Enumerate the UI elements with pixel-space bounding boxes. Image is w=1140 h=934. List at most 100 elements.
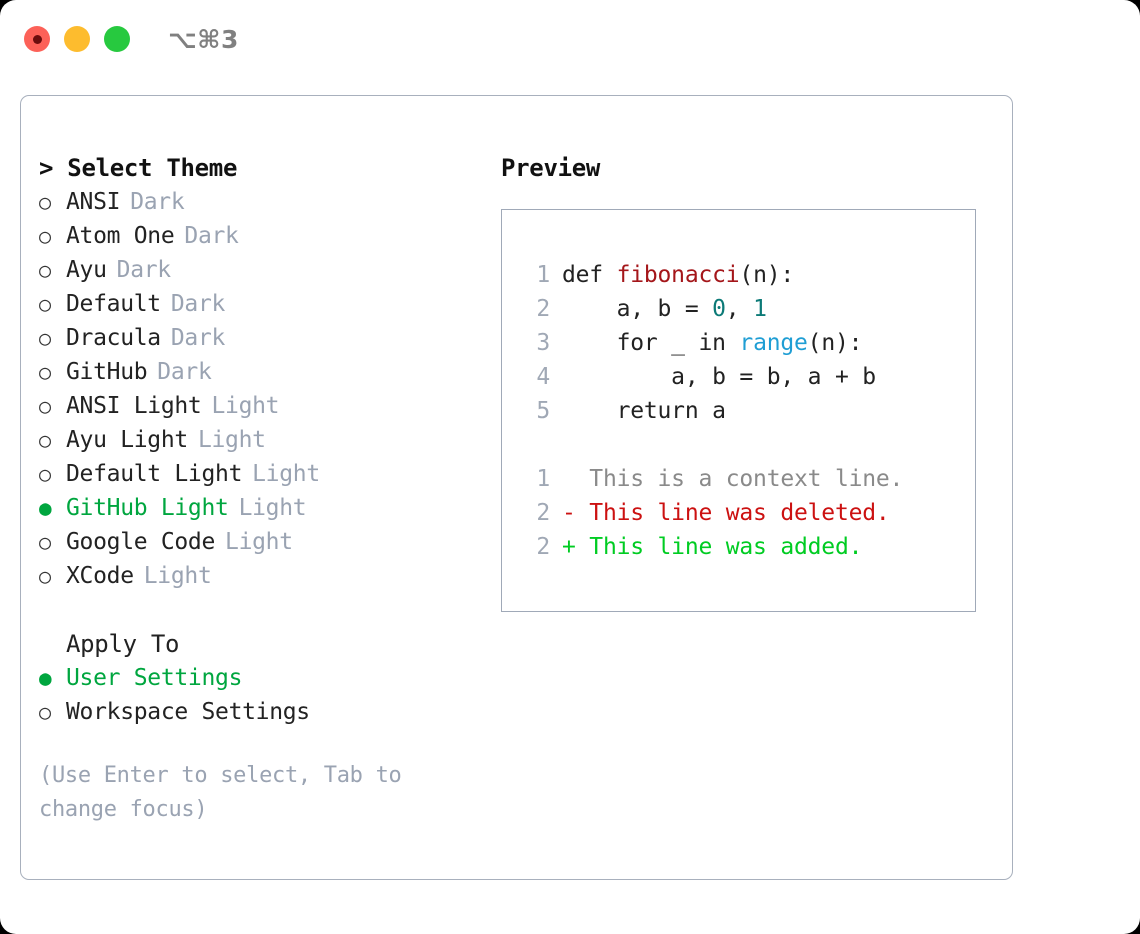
apply-to-option-workspace-settings[interactable]: ○ Workspace Settings [39,695,489,729]
close-button[interactable] [24,26,50,52]
code-token: def [562,262,617,288]
diff-line-added: 2 + This line was added. [520,530,975,564]
keyboard-shortcut-label: ⌥⌘3 [168,24,239,54]
theme-option-label: Ayu [66,257,107,283]
code-token-call: range [739,330,808,356]
radio-unselected-icon: ○ [39,462,51,486]
theme-option-ansi-light[interactable]: ○ ANSI Light Light [39,389,489,423]
minimize-button[interactable] [64,26,90,52]
theme-option-tag: Light [143,563,212,589]
theme-option-tag: Dark [170,291,226,317]
line-number: 5 [536,398,550,424]
radio-unselected-icon: ○ [39,530,51,554]
title-bar: ⌥⌘3 [0,0,1140,78]
window-controls [24,26,130,52]
theme-option-label: ANSI [66,189,121,215]
diff-sample: 1 This is a context line. 2 - This line wa… [520,462,975,564]
code-line: 3 for _ in range(n): [520,326,975,360]
line-number: 4 [536,364,550,390]
line-number: 1 [536,262,550,288]
theme-option-tag: Light [211,393,280,419]
radio-selected-icon: ● [39,666,52,690]
theme-option-github-light[interactable]: ● GitHub Light Light [39,491,489,525]
code-token-number: 1 [753,296,767,322]
radio-unselected-icon: ○ [39,258,51,282]
theme-option-tag: Light [252,461,320,487]
theme-option-ansi[interactable]: ○ ANSI Dark [39,185,489,219]
apply-to-list[interactable]: ● User Settings ○ Workspace Settings [39,661,489,729]
radio-selected-icon: ● [39,496,52,520]
theme-option-google-code[interactable]: ○ Google Code Light [39,525,489,559]
code-token: (n): [807,330,863,356]
keyboard-hint-text: (Use Enter to select, Tab to change focu… [39,763,402,822]
theme-option-label: GitHub Light [66,495,229,521]
theme-option-label: GitHub [66,359,148,385]
select-theme-heading: > Select Theme [39,154,238,182]
code-line: 5 return a [520,394,975,428]
line-number: 2 [536,500,550,526]
theme-option-tag: Dark [170,325,226,351]
theme-option-label: Google Code [66,529,216,555]
line-number: 2 [536,296,550,322]
radio-unselected-icon: ○ [39,292,51,316]
radio-unselected-icon: ○ [39,428,51,452]
apply-to-option-label: Workspace Settings [66,699,310,725]
theme-option-label: ANSI Light [66,393,202,419]
radio-unselected-icon: ○ [39,394,51,418]
theme-option-label: XCode [66,563,134,589]
diff-line-context: 1 This is a context line. [520,462,975,496]
line-number: 2 [536,534,550,560]
diff-line-deleted: 2 - This line was deleted. [520,496,975,530]
apply-to-option-user-settings[interactable]: ● User Settings [39,661,489,695]
theme-option-ayu-light[interactable]: ○ Ayu Light Light [39,423,489,457]
theme-option-default-light[interactable]: ○ Default Light Light [39,457,489,491]
close-icon [32,34,42,44]
apply-to-heading: Apply To [66,630,180,658]
theme-option-tag: Light [225,529,293,555]
list-spacer [39,593,489,627]
theme-option-label: Ayu Light [66,427,188,453]
theme-option-tag: Light [238,495,307,521]
code-token: return a [562,398,726,424]
theme-option-xcode[interactable]: ○ XCode Light [39,559,489,593]
code-token: (n): [739,262,795,288]
preview-heading: Preview [501,154,601,182]
code-token: , [725,296,754,322]
line-number: 3 [536,330,550,356]
theme-option-github[interactable]: ○ GitHub Dark [39,355,489,389]
theme-option-tag: Dark [184,223,239,249]
code-token: a, b = [562,296,713,322]
code-line: 2 a, b = 0, 1 [520,292,975,326]
theme-option-atom-one[interactable]: ○ Atom One Dark [39,219,489,253]
theme-option-tag: Dark [157,359,212,385]
theme-option-label: Atom One [66,223,175,249]
code-diff-spacer [520,428,975,462]
diff-line-text: - This line was deleted. [562,500,890,526]
code-token-number: 0 [712,296,726,322]
apply-to-option-label: User Settings [66,665,243,691]
radio-unselected-icon: ○ [39,190,51,214]
theme-option-tag: Dark [130,189,185,215]
radio-unselected-icon: ○ [39,224,51,248]
maximize-button[interactable] [104,26,130,52]
theme-option-label: Default Light [66,461,243,487]
theme-option-tag: Light [197,427,266,453]
code-token: for _ in [562,330,740,356]
code-token: a, b = b, a + b [562,364,876,390]
diff-line-text: + This line was added. [562,534,863,560]
radio-unselected-icon: ○ [39,700,51,724]
radio-unselected-icon: ○ [39,360,51,384]
diff-line-text: This is a context line. [562,466,904,492]
radio-unselected-icon: ○ [39,564,51,588]
radio-unselected-icon: ○ [39,326,51,350]
